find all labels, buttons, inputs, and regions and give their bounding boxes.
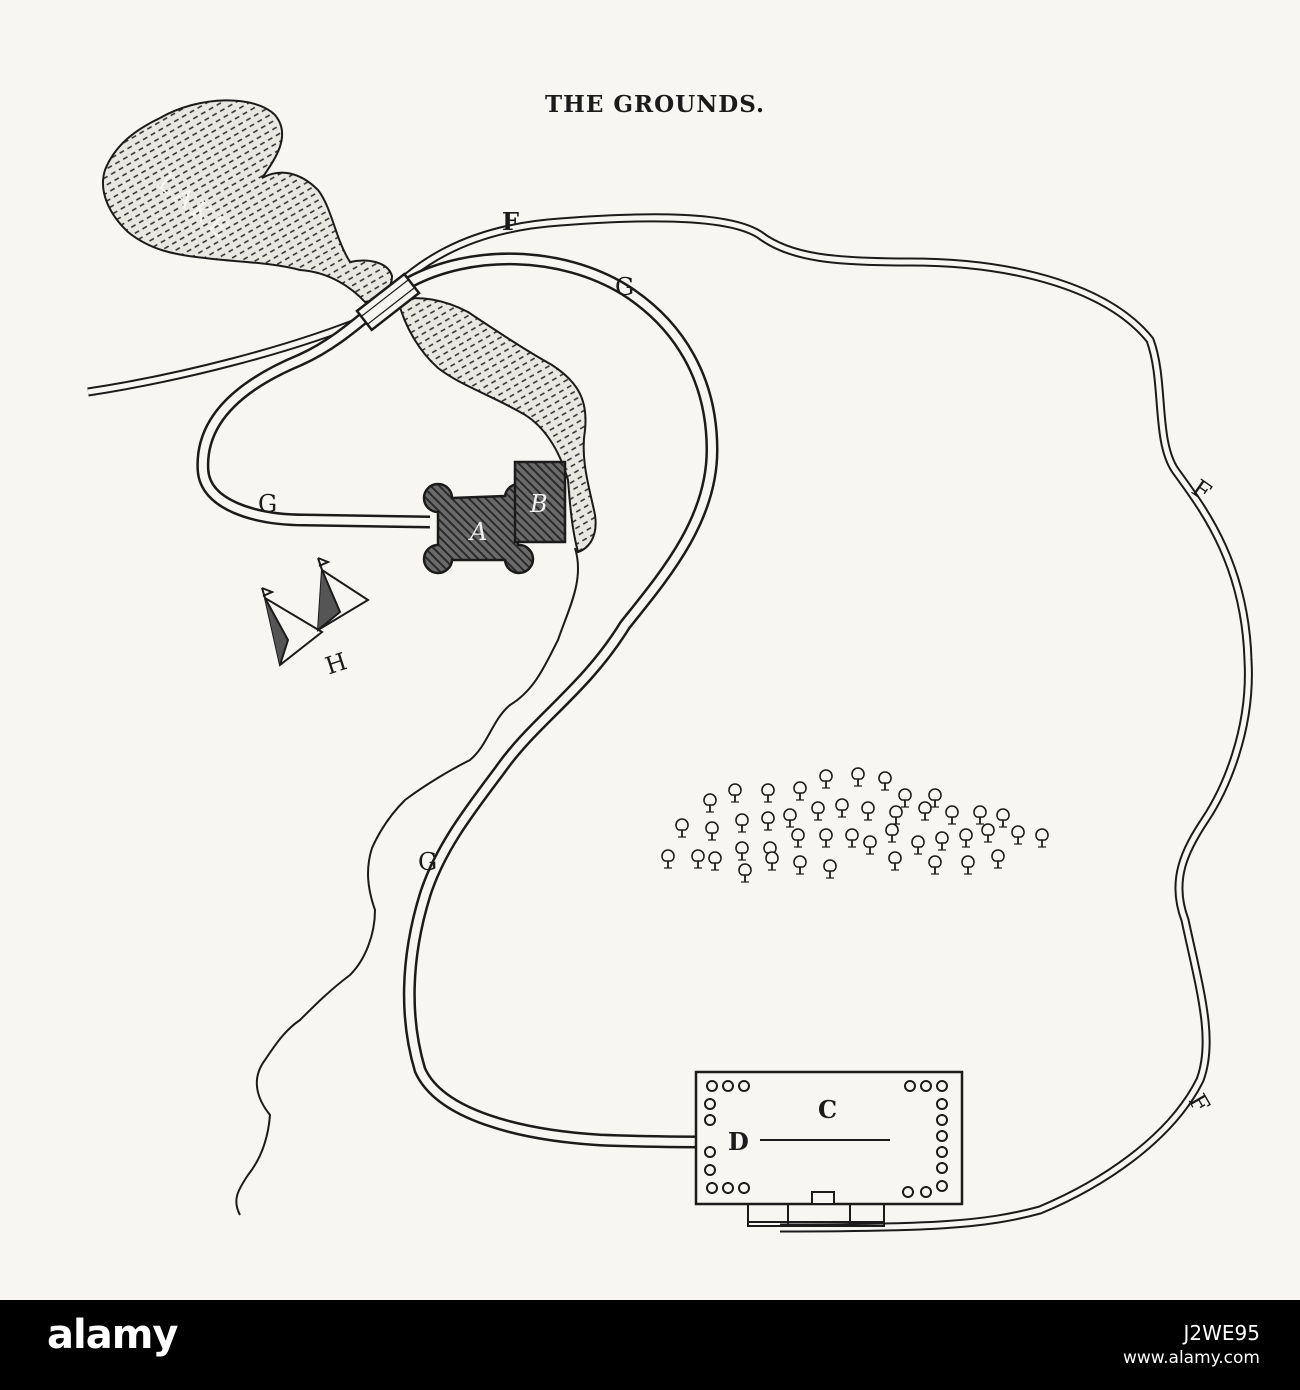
brand-logo: alamy	[47, 1312, 178, 1358]
road-f	[87, 213, 1253, 1233]
label-g-lower: G	[418, 848, 437, 876]
label-a: A	[468, 518, 487, 546]
watermark-info: J2WE95 www.alamy.com	[1123, 1320, 1260, 1370]
grounds-map: THE GROUNDS. LAKE A B H	[87, 91, 1253, 1233]
label-c: C	[818, 1095, 837, 1124]
image-code: J2WE95	[1183, 1321, 1260, 1345]
bridge	[355, 272, 421, 332]
map-figure: THE GROUNDS. LAKE A B H	[87, 91, 1253, 1233]
label-f-top: F	[502, 207, 519, 236]
river	[235, 547, 580, 1216]
tree-grove	[661, 767, 1049, 883]
label-d: D	[728, 1127, 749, 1156]
watermark-bar: alamy J2WE95 www.alamy.com	[0, 1300, 1300, 1390]
enclosure-c	[694, 1070, 964, 1227]
lake	[102, 99, 394, 304]
label-f-right: F	[1187, 474, 1217, 506]
drive-g	[196, 252, 731, 1149]
site-url: www.alamy.com	[1122, 1348, 1260, 1368]
label-h: H	[322, 647, 351, 680]
map-title: THE GROUNDS.	[545, 91, 765, 118]
label-g-left: G	[258, 490, 277, 518]
building-b	[513, 460, 567, 544]
label-b: B	[529, 490, 548, 518]
marsh	[396, 297, 597, 554]
label-g-top: G	[615, 273, 634, 301]
tents-h	[261, 557, 370, 667]
